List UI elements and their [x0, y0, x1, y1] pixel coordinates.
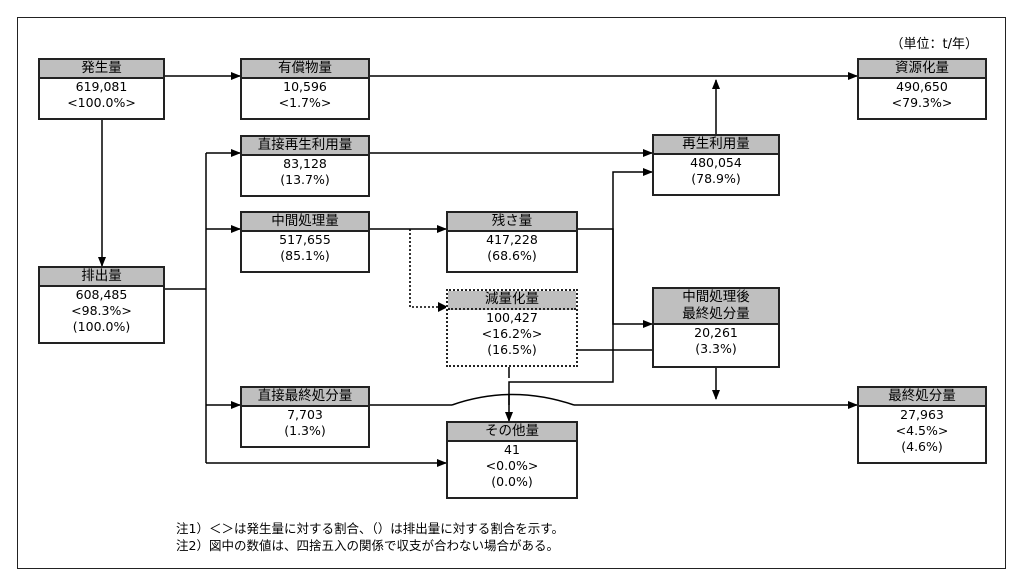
node-ratio: <4.5%>	[895, 423, 949, 438]
node-sonota: その他量 41 <0.0%> (0.0%)	[446, 421, 578, 499]
arrow-chukan-to-genryoka	[409, 229, 446, 308]
node-value: 100,427	[486, 310, 538, 325]
node-title-line-1: 中間処理後	[682, 289, 750, 305]
node-value: 41	[504, 442, 520, 457]
node-yushobutsu: 有償物量 10,596 <1.7%>	[240, 58, 370, 120]
footnotes: 注1）＜＞は発生量に対する割合、（）は排出量に対する割合を示す。 注2）図中の数…	[176, 520, 564, 554]
diagram-frame	[17, 17, 1006, 569]
node-ratio: <1.7%>	[278, 95, 332, 110]
node-title: 排出量	[40, 268, 163, 287]
node-ratio: (68.6%)	[487, 248, 537, 263]
node-title: 減量化量	[448, 291, 576, 310]
node-ratio: <0.0%>	[485, 458, 539, 473]
arrow-genryoka-head	[438, 302, 448, 312]
node-title: 発生量	[40, 60, 163, 79]
node-title: 再生利用量	[654, 136, 778, 155]
node-value: 7,703	[287, 407, 323, 422]
node-value: 490,650	[896, 79, 948, 94]
node-ratio: (3.3%)	[695, 341, 737, 356]
node-ratio: <79.3%>	[891, 95, 953, 110]
node-saishu-shobun: 最終処分量 27,963 <4.5%> (4.6%)	[857, 386, 987, 464]
node-ratio: <16.2%>	[481, 326, 543, 341]
node-ratio: (1.3%)	[284, 423, 326, 438]
node-value: 10,596	[283, 79, 327, 94]
node-ratio: (78.9%)	[691, 171, 741, 186]
node-ratio: (85.1%)	[280, 248, 330, 263]
node-value: 83,128	[283, 156, 327, 171]
node-chukan-go-saishu: 中間処理後 最終処分量 20,261 (3.3%)	[652, 287, 780, 368]
node-title: 中間処理量	[242, 213, 368, 232]
unit-label: （単位：t/年）	[890, 37, 978, 52]
node-zansa: 残さ量 417,228 (68.6%)	[446, 211, 578, 273]
node-value: 608,485	[75, 287, 128, 302]
node-genryoka: 減量化量 100,427 <16.2%> (16.5%)	[446, 289, 578, 367]
node-title: 中間処理後 最終処分量	[654, 289, 778, 325]
node-saisei-riyo: 再生利用量 480,054 (78.9%)	[652, 134, 780, 196]
node-value: 20,261	[694, 325, 738, 340]
node-ratio: <100.0%>	[67, 95, 136, 110]
node-ratio-2: (0.0%)	[491, 474, 533, 489]
node-title: 残さ量	[448, 213, 576, 232]
node-value: 27,963	[900, 407, 944, 422]
node-title: 最終処分量	[859, 388, 985, 407]
footnote-2: 注2）図中の数値は、四捨五入の関係で収支が合わない場合がある。	[176, 538, 559, 553]
node-value: 417,228	[486, 232, 538, 247]
node-chukan-shori: 中間処理量 517,655 (85.1%)	[240, 211, 370, 273]
node-hassei: 発生量 619,081 <100.0%>	[38, 58, 165, 120]
node-title-line-2: 最終処分量	[682, 306, 750, 322]
node-title: 有償物量	[242, 60, 368, 79]
footnote-1: 注1）＜＞は発生量に対する割合、（）は排出量に対する割合を示す。	[176, 521, 564, 536]
node-ratio: <98.3%>	[71, 303, 132, 318]
node-title: 資源化量	[859, 60, 985, 79]
node-ratio: (13.7%)	[280, 172, 330, 187]
node-chokusetsu-saishu: 直接最終処分量 7,703 (1.3%)	[240, 386, 370, 448]
arrow-sonota-to-saisei	[508, 168, 653, 405]
arrow-zansa-to-chukan-go	[578, 228, 653, 328]
node-chokusetsu-saisei: 直接再生利用量 83,128 (13.7%)	[240, 135, 370, 197]
node-value: 619,081	[75, 79, 128, 94]
node-title: その他量	[448, 423, 576, 442]
node-haishutsu: 排出量 608,485 <98.3%> (100.0%)	[38, 266, 165, 344]
node-value: 517,655	[279, 232, 331, 247]
node-shigenka: 資源化量 490,650 <79.3%>	[857, 58, 987, 120]
node-ratio-2: (100.0%)	[72, 319, 131, 334]
node-value: 480,054	[690, 155, 742, 170]
node-ratio-2: (4.6%)	[901, 439, 943, 454]
node-title: 直接再生利用量	[242, 137, 368, 156]
node-title: 直接最終処分量	[242, 388, 368, 407]
line-crossing-hop	[451, 393, 575, 406]
node-ratio-2: (16.5%)	[487, 342, 537, 357]
